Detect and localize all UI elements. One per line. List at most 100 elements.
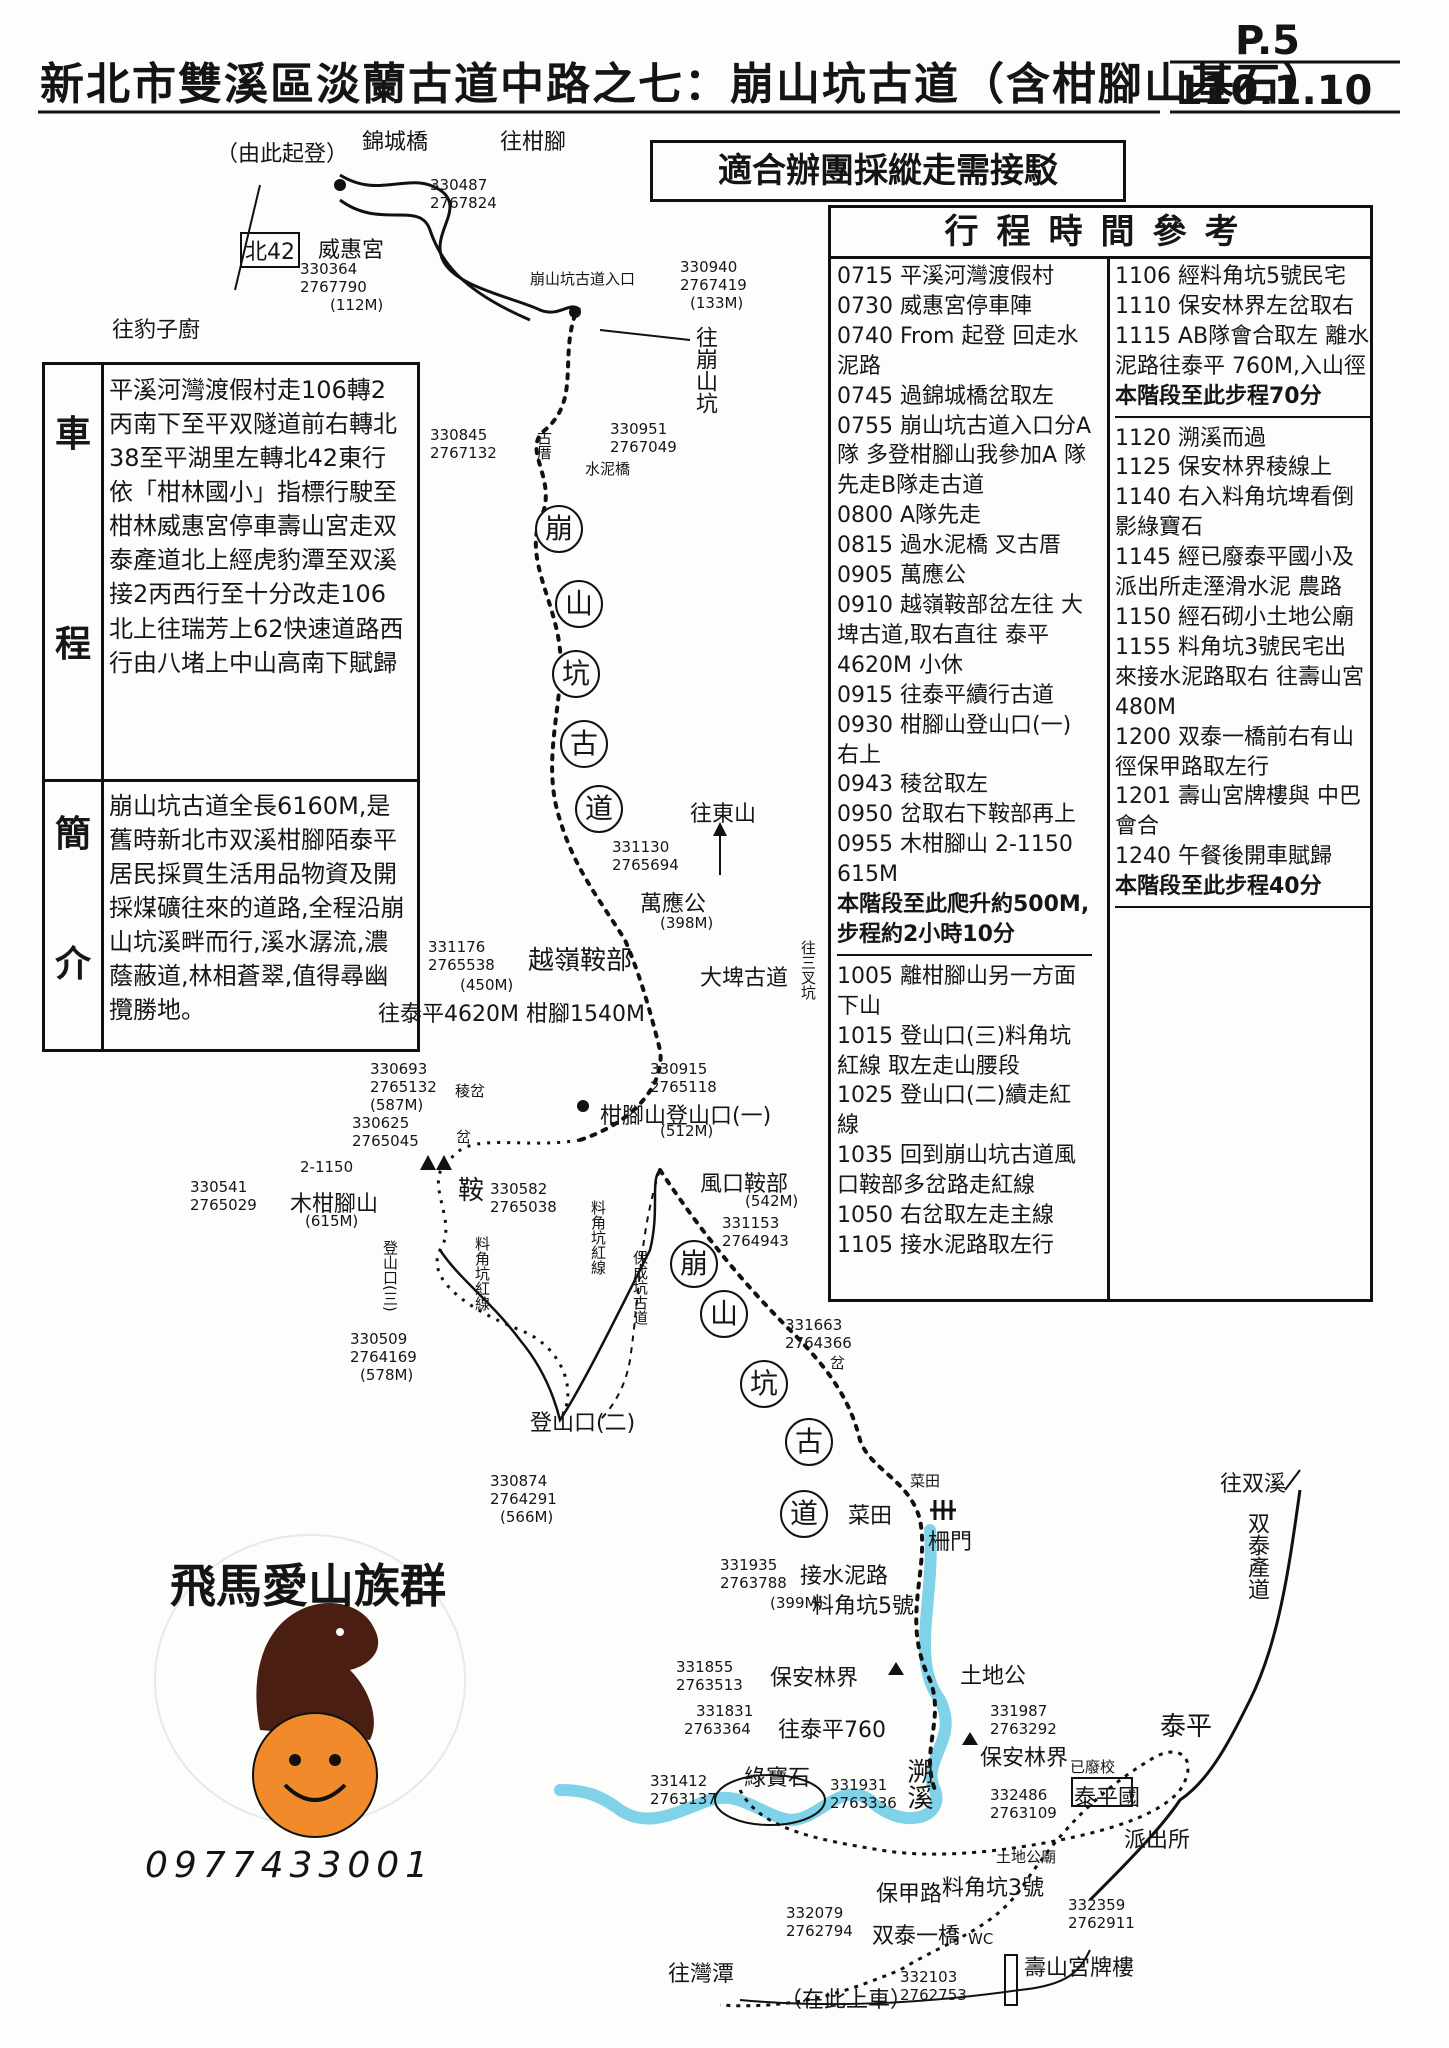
label-coord-23b: 2763109 bbox=[990, 1804, 1057, 1822]
boundary-marker bbox=[888, 1662, 904, 1675]
label-to-dongshan: 往東山 bbox=[690, 802, 757, 827]
gate-marker bbox=[930, 1500, 956, 1520]
label-trailhead-2: 登山口(二) bbox=[530, 1411, 636, 1436]
schedule-divider bbox=[1107, 259, 1110, 1299]
label-to-ganjiao: 往柑腳 bbox=[500, 130, 567, 155]
summit-marker-1 bbox=[420, 1155, 436, 1170]
boundary-marker-2 bbox=[962, 1732, 978, 1745]
label-coord-26: 332103 bbox=[900, 1968, 958, 1986]
arch-gate bbox=[1004, 1954, 1018, 2006]
label-cement-bridge: 水泥橋 bbox=[585, 460, 631, 478]
label-board-here: （在此上車） bbox=[780, 1988, 913, 2013]
label-coord-2: 330364 bbox=[300, 260, 358, 278]
logo-name: 飛馬愛山族群 bbox=[170, 1559, 446, 1613]
label-baocheng: 保成坑古道 bbox=[631, 1250, 649, 1325]
label-coord-7b: 2765538 bbox=[428, 956, 495, 974]
label-old-house: 古厝 bbox=[535, 430, 553, 460]
label-coord-24: 332359 bbox=[1068, 1896, 1126, 1914]
schedule-entry: 0915 往泰平續行古道 bbox=[837, 682, 1054, 708]
logo-phone: 0977433001 bbox=[145, 1845, 435, 1886]
label-coord-3b: 2767419 bbox=[680, 276, 747, 294]
label-coord-9b: 2765045 bbox=[352, 1132, 419, 1150]
label-wc: WC bbox=[968, 1930, 994, 1948]
schedule-entry: 0910 越嶺鞍部岔左往 大埤古道,取右直往 泰平4620M 小休 bbox=[837, 592, 1083, 678]
label-coord-22: 331931 bbox=[830, 1776, 888, 1794]
page-number: P.5 bbox=[1235, 18, 1300, 64]
label-coord-10: 330915 bbox=[650, 1060, 708, 1078]
label-coord-21: 331412 bbox=[650, 1772, 708, 1790]
schedule-entry: 本階段至此步程70分 bbox=[1115, 382, 1370, 418]
entrance-point bbox=[569, 306, 581, 318]
label-coord-21b: 2763137 bbox=[650, 1790, 717, 1808]
label-benchmark: 2-1150 bbox=[300, 1158, 354, 1176]
label-fork-2: 岔 bbox=[830, 1354, 846, 1372]
label-earth-shrine: 土地公 bbox=[960, 1664, 1027, 1689]
horse-head-icon bbox=[256, 1602, 379, 1740]
label-to-taiping760: 往泰平760 bbox=[778, 1718, 886, 1743]
arrow-bengshan bbox=[599, 329, 691, 341]
trail-char-lower-4: 古 bbox=[785, 1418, 833, 1466]
label-trailhead-3: 登山口(三) bbox=[381, 1240, 399, 1312]
label-weihui-temple: 威惠宮 bbox=[318, 238, 385, 263]
label-coord-20: 331987 bbox=[990, 1702, 1048, 1720]
trail-char-upper-5: 道 bbox=[575, 785, 623, 833]
schedule-entry: 1005 離柑腳山另一方面下山 bbox=[837, 963, 1076, 1019]
label-coord-26b: 2762753 bbox=[900, 1986, 967, 2004]
schedule-title: 行程時間參考 bbox=[831, 208, 1370, 259]
label-coord-4: 330845 bbox=[430, 426, 488, 444]
label-coord-25b: 2762794 bbox=[786, 1922, 853, 1940]
label-elev-8: (587M) bbox=[370, 1096, 424, 1114]
label-coord-19b: 2763364 bbox=[684, 1720, 751, 1738]
label-coord-8b: 2765132 bbox=[370, 1078, 437, 1096]
schedule-entry: 1120 溯溪而過 bbox=[1115, 425, 1266, 451]
label-coord-22b: 2763336 bbox=[830, 1794, 897, 1812]
label-coord-19: 331831 bbox=[696, 1702, 754, 1720]
label-baojia-road: 保甲路 bbox=[876, 1882, 943, 1907]
schedule-entry: 本階段至此爬升約500M, 步程約2小時10分 bbox=[837, 890, 1092, 956]
label-liaojiao5: 料角坑5號 bbox=[812, 1594, 914, 1619]
schedule-entry: 0905 萬應公 bbox=[837, 563, 966, 589]
label-coord-7: 331176 bbox=[428, 938, 486, 956]
schedule-entry: 本階段至此步程40分 bbox=[1115, 872, 1370, 909]
schedule-entry: 0955 木柑腳山 2-1150 615M bbox=[837, 832, 1073, 888]
summit-marker-2 bbox=[436, 1155, 452, 1170]
schedule-entry: 1201 壽山宮牌樓與 中巴會合 bbox=[1115, 784, 1361, 840]
schedule-entry: 0950 岔取右下鞍部再上 bbox=[837, 802, 1076, 828]
schedule-entry: 1115 AB隊會合取左 離水泥路往泰平 760M,入山徑 bbox=[1115, 323, 1370, 379]
label-to-bengshan: 往崩山坑 bbox=[692, 326, 717, 414]
info-box: 車 程 簡 介 平溪河灣渡假村走106轉2丙南下至平双隧道前右轉北38至平湖里左… bbox=[42, 362, 420, 1052]
label-beigi42: 北42 bbox=[240, 232, 300, 268]
label-coord-2b: 2767790 bbox=[300, 278, 367, 296]
side-label-car: 車 bbox=[55, 414, 92, 455]
label-elev-13: (542M) bbox=[745, 1192, 799, 1210]
trail-char-lower-5: 道 bbox=[780, 1490, 828, 1538]
trail-char-upper-1: 崩 bbox=[535, 505, 583, 553]
label-coord-15: 330874 bbox=[490, 1472, 548, 1490]
label-coord-12: 330582 bbox=[490, 1180, 548, 1198]
schedule-entry: 1240 午餐後開車賦歸 bbox=[1115, 844, 1332, 870]
label-coord-23: 332486 bbox=[990, 1786, 1048, 1804]
label-taiping: 泰平 bbox=[1160, 1712, 1213, 1742]
trailhead-point bbox=[577, 1100, 589, 1112]
schedule-entry: 1155 料角坑3號民宅出 來接水泥路取右 往壽山宮480M bbox=[1115, 634, 1364, 720]
label-elev-14: (578M) bbox=[360, 1366, 414, 1384]
label-ridge-saddle: 越嶺鞍部 bbox=[528, 946, 633, 976]
label-wind-saddle: 風口鞍部 bbox=[700, 1172, 789, 1197]
map-title: 新北市雙溪區淡蘭古道中路之七：崩山坑古道（含柑腳山基石） bbox=[40, 59, 1328, 110]
label-vegetable: 菜田 bbox=[910, 1472, 941, 1490]
schedule-entry: 0930 柑腳山登山口(一)右上 bbox=[837, 712, 1072, 768]
label-wade: 溯溪 bbox=[903, 1758, 933, 1810]
label-coord-10b: 2765118 bbox=[650, 1078, 717, 1096]
trail-char-lower-1: 崩 bbox=[670, 1240, 718, 1288]
club-logo bbox=[154, 1534, 466, 1838]
label-elev-10: (512M) bbox=[660, 1122, 714, 1140]
trail-introduction: 崩山坑古道全長6160M,是舊時新北市双溪柑腳陌泰平居民採買生活用品物資及開採煤… bbox=[109, 792, 405, 1025]
schedule-entry: 0745 過錦城橋岔取左 bbox=[837, 383, 1054, 409]
side-label-intro: 介 bbox=[55, 944, 92, 985]
label-coord-15b: 2764291 bbox=[490, 1490, 557, 1508]
schedule-entry: 1050 右岔取左走主線 bbox=[837, 1203, 1054, 1229]
label-cement-road: 接水泥路 bbox=[800, 1564, 889, 1589]
schedule-entry: 1125 保安林界稜線上 bbox=[1115, 455, 1332, 481]
label-wanying: 萬應公 bbox=[640, 892, 707, 917]
